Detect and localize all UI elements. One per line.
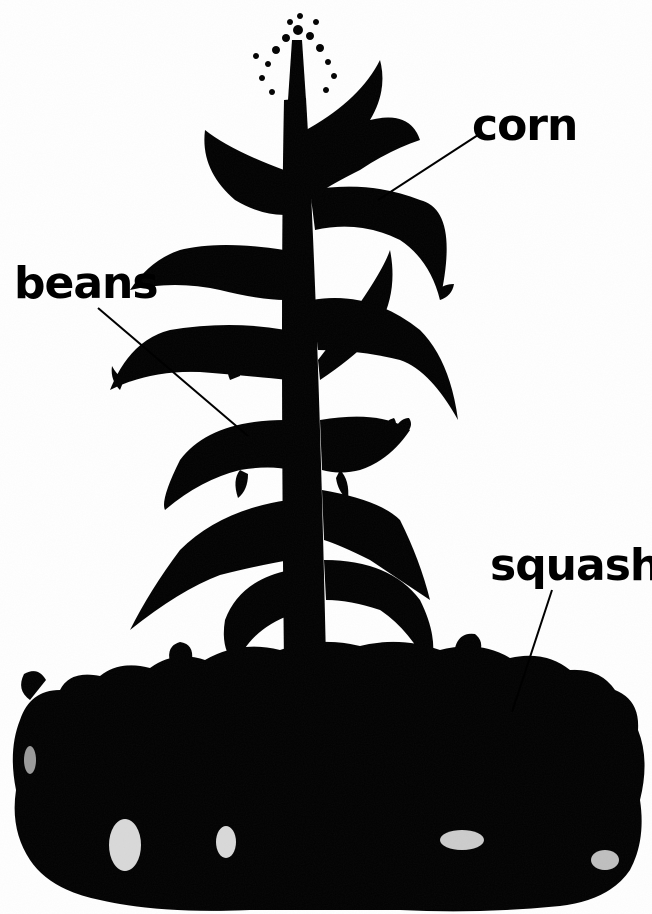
beans-label: beans	[14, 262, 158, 306]
corn-label: corn	[472, 104, 577, 148]
squash-label: squash	[490, 544, 652, 588]
